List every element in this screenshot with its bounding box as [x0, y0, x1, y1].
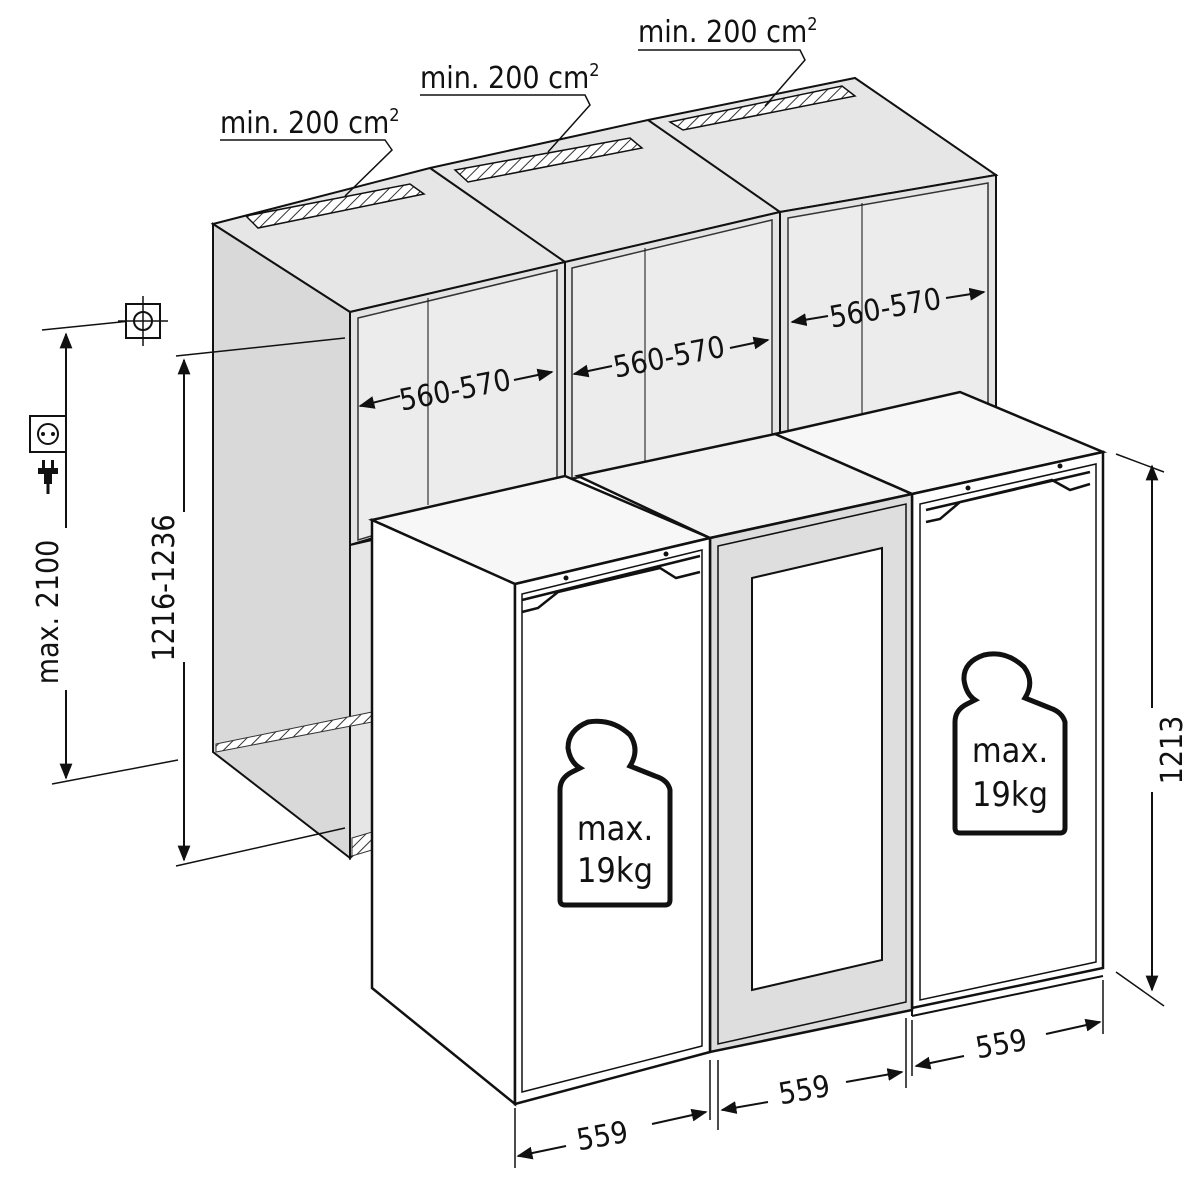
vent-label-left-text: min. 200 cm2	[220, 105, 400, 141]
appliance-left-side	[370, 518, 517, 1107]
appliance-height-dimension: 1213	[1115, 453, 1190, 1007]
top-vent-left	[244, 183, 426, 229]
appliance-width-right-text: 559	[973, 1023, 1030, 1066]
appliance-height-text: 1213	[1155, 716, 1190, 785]
vent-label-right: min. 200 cm2	[638, 14, 818, 107]
niche-height-dimension: 1216-1236	[147, 337, 346, 867]
appliance-middle	[574, 432, 917, 1054]
power-socket-icon	[29, 415, 67, 453]
cabinet-niche	[210, 76, 999, 861]
max-height-dimension: max. 2100	[31, 317, 179, 785]
vent-label-right-text: min. 200 cm2	[638, 14, 818, 50]
weight-badge-right: max. 19kg	[952, 651, 1068, 836]
appliance-width-left-text: 559	[574, 1115, 631, 1158]
weight-badge-left-line1: max.	[577, 809, 653, 849]
appliance-right	[771, 390, 1108, 1017]
vent-label-middle: min. 200 cm2	[420, 60, 600, 153]
max-height-text: max. 2100	[31, 540, 66, 685]
niche-lower-strip	[349, 538, 373, 861]
glass-door-pane	[751, 546, 883, 992]
weight-badge-right-line2: 19kg	[972, 775, 1048, 815]
weight-badge-left-line2: 19kg	[577, 851, 653, 891]
top-vent-right	[668, 85, 857, 131]
top-vent-middle	[453, 137, 644, 183]
vent-label-middle-text: min. 200 cm2	[420, 60, 600, 96]
appliance-right-hinge-bracket	[925, 470, 1091, 524]
weight-badge-left: max. 19kg	[557, 718, 673, 908]
power-plug-icon	[38, 460, 58, 494]
vent-label-left: min. 200 cm2	[220, 105, 400, 197]
weight-badge-right-line1: max.	[972, 731, 1048, 771]
appliance-left-hinge-bracket	[521, 554, 701, 614]
weight-icon	[952, 651, 1068, 836]
weight-icon	[557, 718, 673, 908]
niche-height-text: 1216-1236	[147, 514, 182, 661]
cabinet-side	[212, 222, 351, 861]
appliance-width-middle-text: 559	[776, 1069, 833, 1112]
water-connection-icon	[118, 296, 168, 346]
